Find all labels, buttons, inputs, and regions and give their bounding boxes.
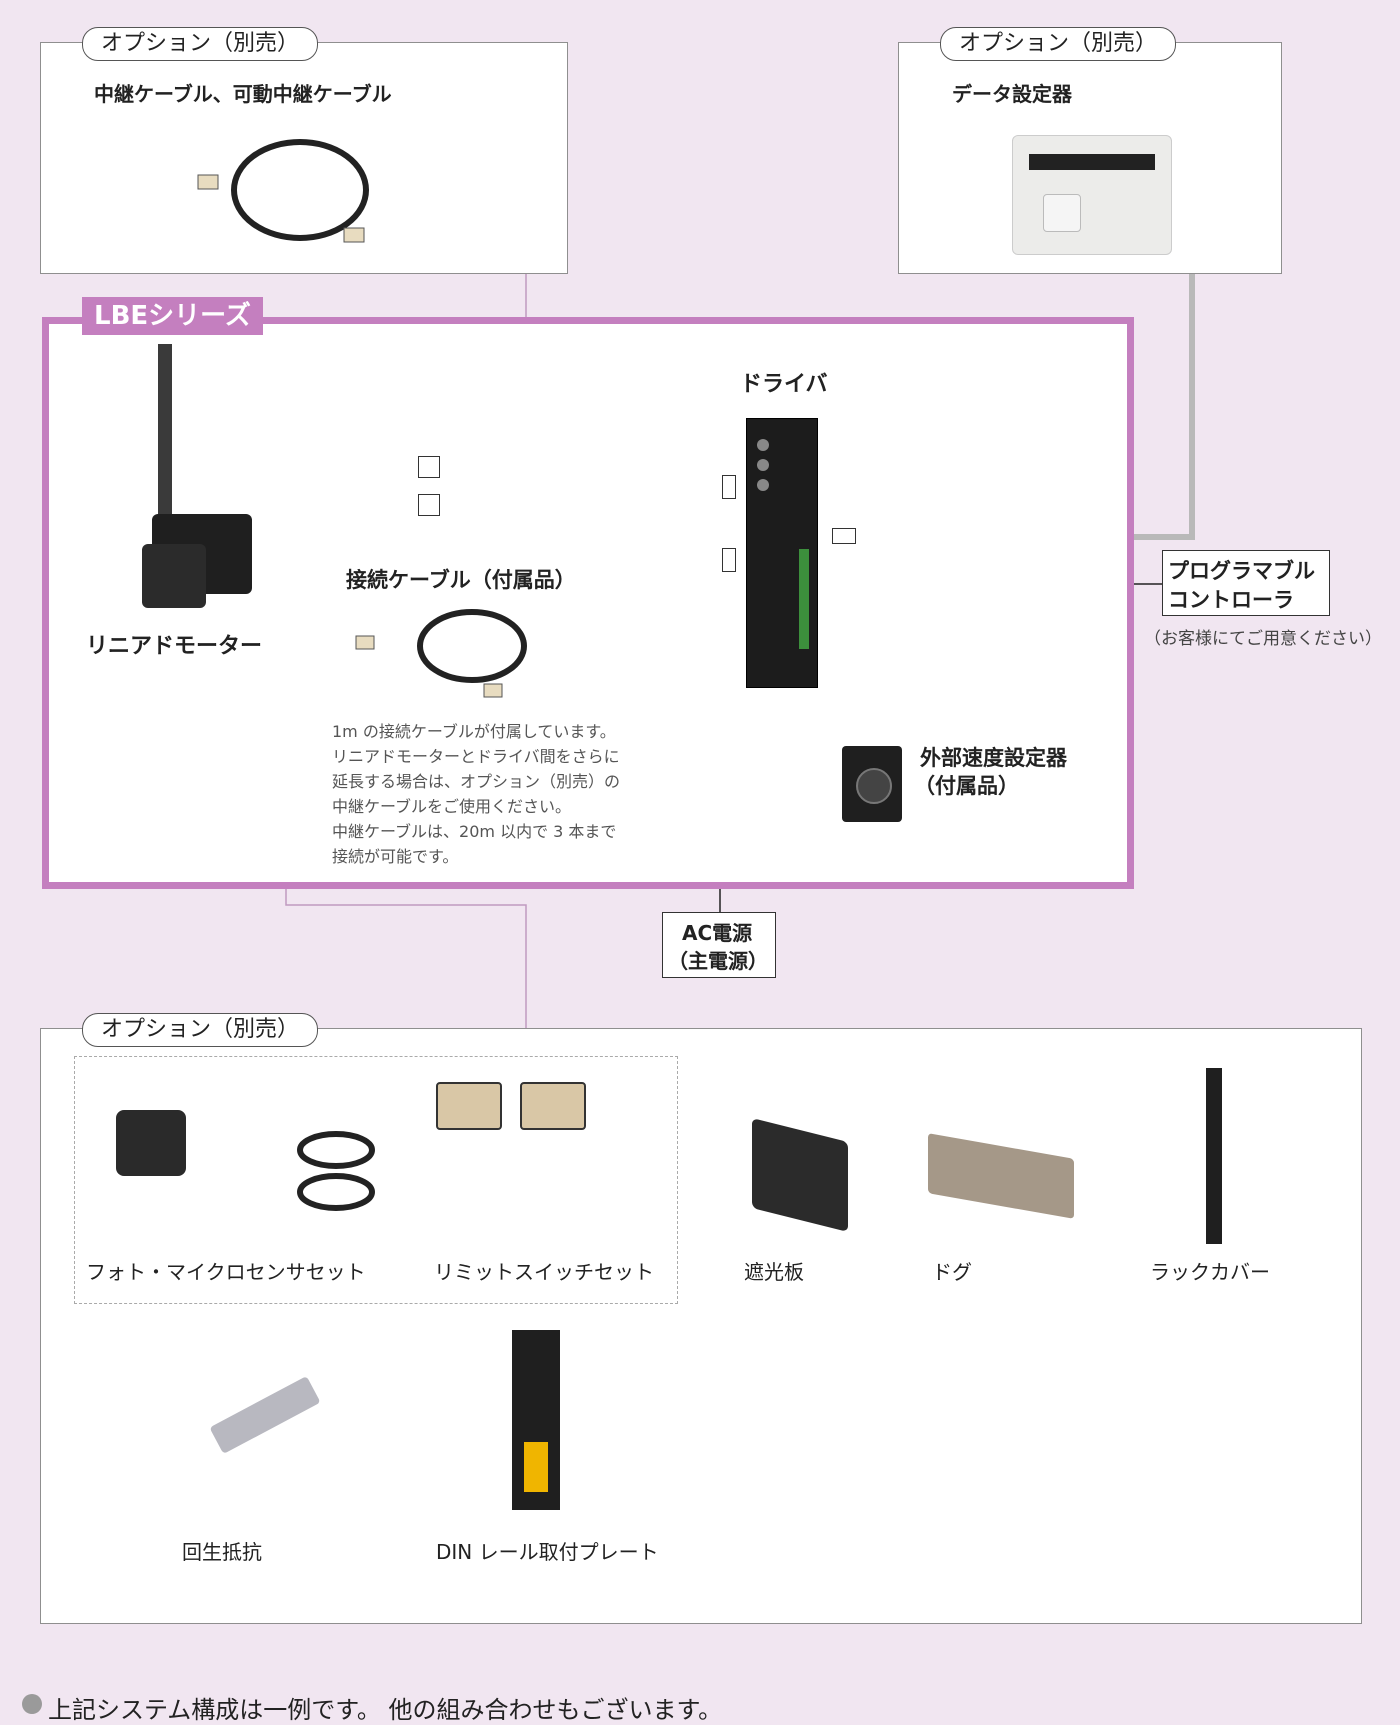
speed-setter-label-2: （付属品） (914, 774, 1019, 798)
option-tag-top-right: オプション（別売） (940, 27, 1177, 61)
ac-power-label-1: AC電源 (682, 921, 753, 945)
relay-cable-title: 中継ケーブル、可動中継ケーブル (94, 82, 392, 106)
driver-connector-2 (722, 548, 736, 572)
plc-label-1: プログラマブル (1168, 559, 1315, 583)
lbe-series-frame (42, 317, 1134, 889)
ac-power-box (662, 912, 776, 978)
cable-note-line-3: 延長する場合は、オプション（別売）の (332, 772, 621, 791)
relay-connector-lower (418, 494, 440, 516)
option-relay-cable-box (40, 42, 568, 274)
driver-label: ドライバ (740, 372, 828, 397)
item-din-rail-plate: DIN レール取付プレート (436, 1540, 659, 1564)
option-accessories-box (40, 1028, 1362, 1624)
linear-motor-label: リニアドモーター (86, 634, 263, 659)
driver-connector-1 (722, 475, 736, 499)
limit-switch-image-2 (520, 1082, 586, 1130)
item-regen-resistor: 回生抵抗 (182, 1540, 262, 1564)
linear-motor-image (142, 344, 262, 614)
speed-setter-image (842, 746, 902, 822)
data-setter-connector (832, 528, 856, 544)
sensor-switch-group (74, 1056, 678, 1304)
plc-label-2: コントローラ (1168, 588, 1294, 612)
item-rack-cover: ラックカバー (1150, 1260, 1270, 1284)
cable-note-line-2: リニアドモーターとドライバ間をさらに (332, 747, 620, 766)
photo-sensor-image (116, 1110, 186, 1176)
footer-bullet-icon (22, 1694, 42, 1714)
plc-box (1162, 550, 1330, 616)
data-setter-title: データ設定器 (952, 82, 1072, 106)
data-setter-image (1012, 135, 1172, 255)
limit-switch-image-1 (436, 1082, 502, 1130)
plc-note: （お客様にてご用意ください） (1144, 629, 1382, 649)
lbe-series-tag: LBEシリーズ (82, 297, 263, 335)
cable-note-line-1: 1m の接続ケーブルが付属しています。 (332, 722, 616, 741)
din-plate-image (512, 1330, 560, 1510)
cable-note-line-6: 接続が可能です。 (332, 847, 459, 866)
item-limit-switch-set: リミットスイッチセット (434, 1260, 654, 1284)
option-tag-top-left: オプション（別売） (82, 27, 319, 61)
cable-note-line-5: 中継ケーブルは、20m 以内で 3 本まで (332, 822, 617, 841)
item-photo-sensor-set: フォト・マイクロセンサセット (86, 1260, 366, 1284)
item-shield-plate: 遮光板 (744, 1260, 804, 1284)
speed-setter-label-1: 外部速度設定器 (920, 746, 1067, 770)
footer-note: 上記システム構成は一例です。 他の組み合わせもございます。 (48, 1696, 723, 1724)
driver-image (746, 418, 818, 688)
connection-cable-label: 接続ケーブル（付属品） (346, 568, 576, 592)
item-dog: ドグ (932, 1260, 972, 1284)
cable-note-line-4: 中継ケーブルをご使用ください。 (332, 797, 572, 816)
option-tag-bottom: オプション（別売） (82, 1013, 319, 1047)
ac-power-label-2: （主電源） (668, 949, 768, 973)
rack-cover-image (1206, 1068, 1222, 1244)
relay-connector-upper (418, 456, 440, 478)
